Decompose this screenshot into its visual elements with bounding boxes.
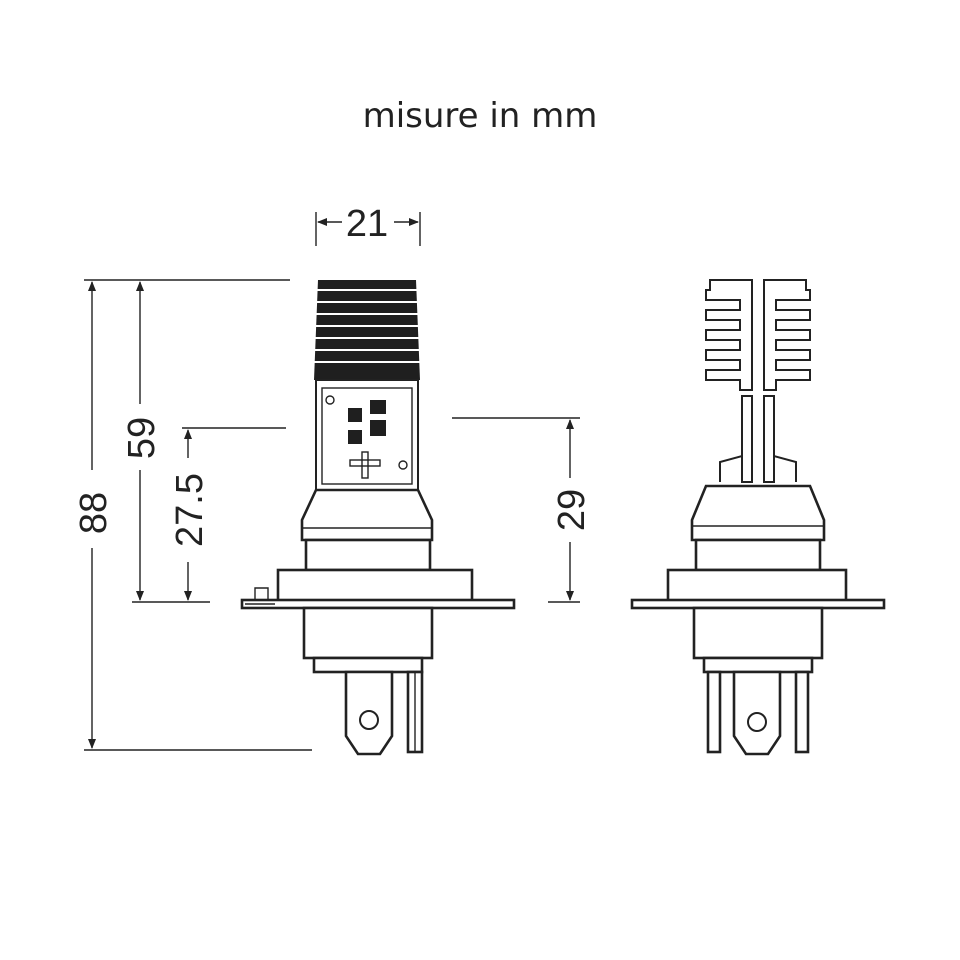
led-chip xyxy=(370,420,386,436)
side-view-bulb xyxy=(630,279,886,756)
front-center-pin xyxy=(344,670,394,756)
front-heatsink xyxy=(314,280,420,380)
dimension-label-29: 29 xyxy=(551,489,593,531)
dimension-height-29: 29 xyxy=(551,419,593,601)
dimension-label-width: 21 xyxy=(346,203,388,245)
led-chip xyxy=(348,408,362,422)
dimension-height-27-5: 27.5 xyxy=(169,429,211,601)
front-view-bulb xyxy=(240,280,516,756)
dimension-label-59: 59 xyxy=(121,417,163,459)
front-heatsink-fins xyxy=(314,289,420,363)
dimension-label-88: 88 xyxy=(73,492,115,534)
dimension-label-27-5: 27.5 xyxy=(169,473,211,547)
side-collar xyxy=(690,484,826,542)
side-heatsink-fins xyxy=(705,279,811,391)
dimension-total-height: 88 xyxy=(73,281,115,749)
front-collar xyxy=(300,488,434,542)
front-led-board xyxy=(315,379,419,491)
dimension-height-59: 59 xyxy=(121,281,163,601)
dimension-width: 21 xyxy=(315,203,421,246)
led-chip xyxy=(348,430,362,444)
page-title: misure in mm xyxy=(362,96,598,136)
led-chip xyxy=(370,400,386,414)
